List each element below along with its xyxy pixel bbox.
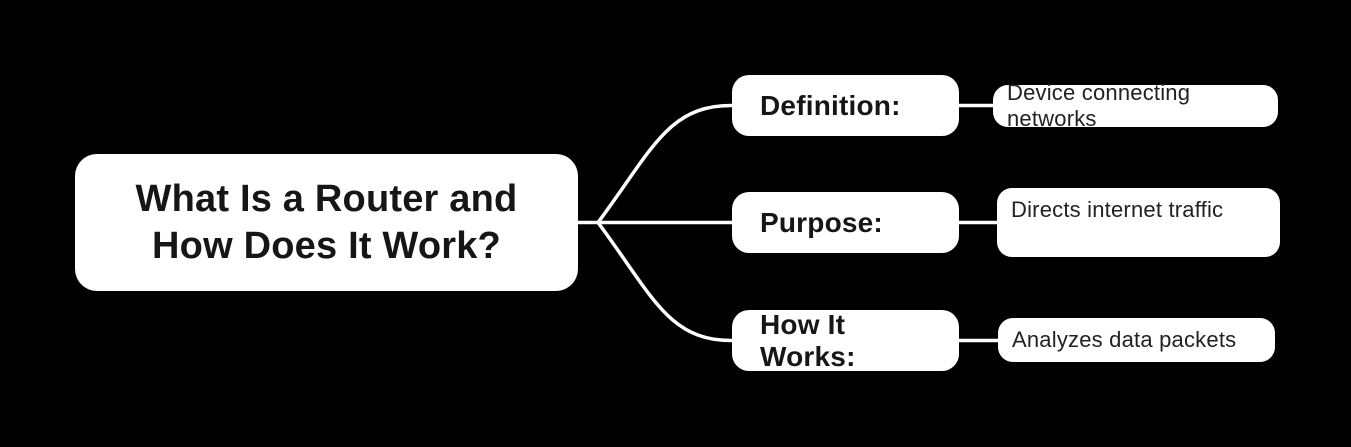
root-node[interactable]: What Is a Router and How Does It Work? xyxy=(75,154,578,291)
branch-how-it-works-label: How It Works: xyxy=(760,308,856,372)
branch-node-how-it-works[interactable]: How It Works: xyxy=(732,308,959,372)
child-node-how-it-works[interactable]: Analyzes data packets xyxy=(998,318,1275,362)
root-node-label: What Is a Router and How Does It Work? xyxy=(135,178,518,267)
connector-root-to-definition xyxy=(596,103,733,225)
child-definition-label: Device connecting networks xyxy=(1007,80,1191,131)
child-node-purpose[interactable]: Directs internet traffic xyxy=(997,188,1280,257)
child-purpose-label: Directs internet traffic xyxy=(1011,197,1224,222)
connector-root-to-how-it-works xyxy=(596,220,733,343)
branch-node-purpose[interactable]: Purpose: xyxy=(732,192,959,253)
branch-node-definition[interactable]: Definition: xyxy=(732,75,959,136)
branch-definition-label: Definition: xyxy=(760,89,901,121)
child-how-it-works-label: Analyzes data packets xyxy=(1012,327,1237,352)
child-node-definition[interactable]: Device connecting networks xyxy=(993,80,1278,131)
branch-purpose-label: Purpose: xyxy=(760,206,883,238)
